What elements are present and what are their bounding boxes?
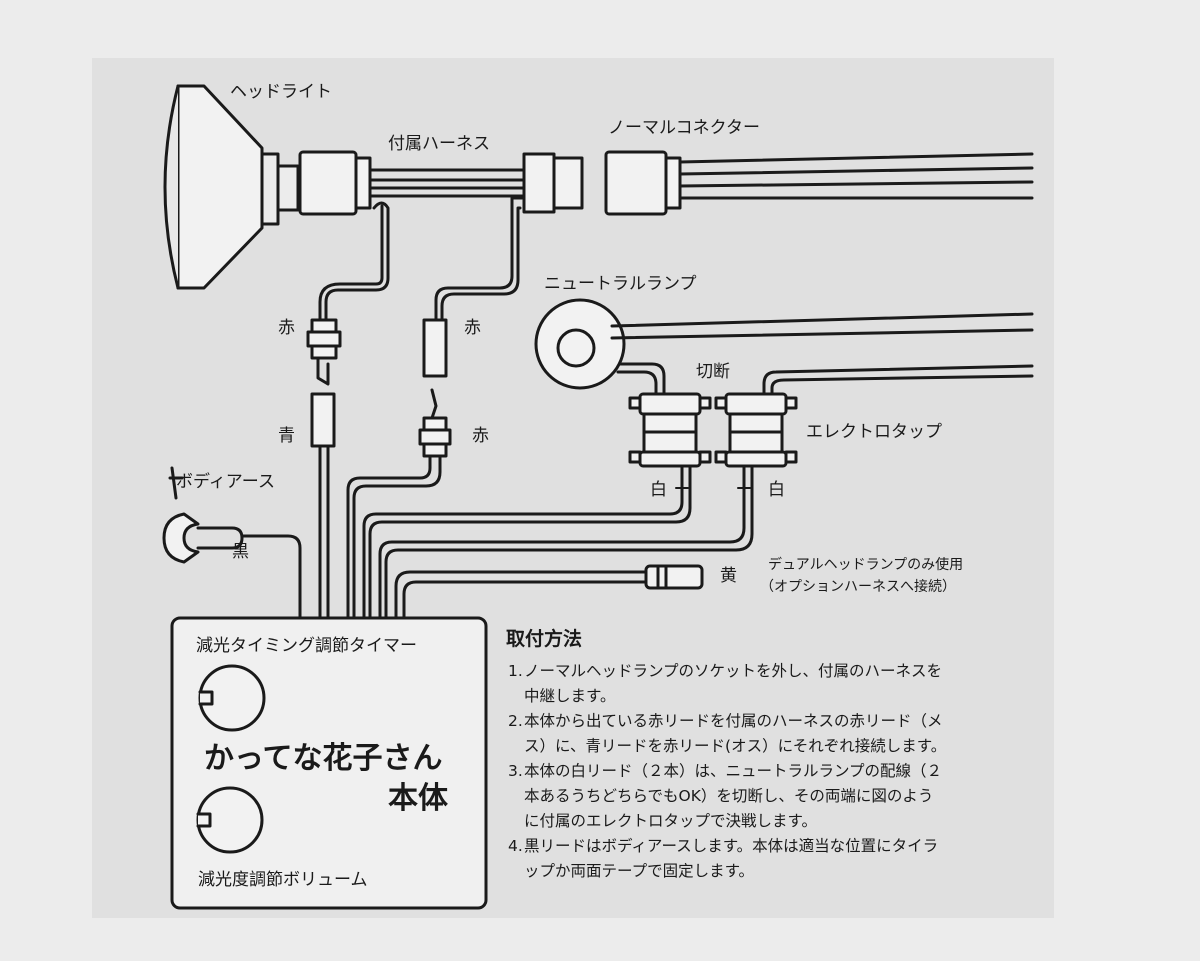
label-white-1: 白 (650, 480, 667, 500)
step-text: 本あるうちどちらでもOK）を切断し、その両端に図のよう (524, 787, 934, 805)
label-electro-tap: エレクトロタップ (806, 422, 942, 442)
label-yellow: 黄 (720, 566, 737, 586)
harness-connector-left (298, 150, 358, 216)
step-number: 2. (508, 712, 523, 730)
label-black: 黒 (232, 542, 249, 562)
label-timer: 減光タイミング調節タイマー (196, 636, 417, 656)
label-blue: 青 (278, 426, 295, 446)
instruction-step-line: 本あるうちどちらでもOK）を切断し、その両端に図のよう (506, 784, 1051, 809)
installation-instructions: 取付方法 1.ノーマルヘッドランプのソケットを外し、付属のハーネスを中継します。… (506, 624, 1051, 884)
step-number: 4. (508, 837, 523, 855)
step-text: 黒リードはボディアースします。本体は適当な位置にタイラ (524, 837, 939, 855)
label-red-2: 赤 (464, 318, 481, 338)
label-red-3: 赤 (472, 426, 489, 446)
step-text: 本体の白リード（２本）は、ニュートラルランプの配線（２ (524, 762, 943, 780)
label-body-earth: ボディアース (176, 472, 275, 492)
red-male-connector (422, 318, 448, 378)
instruction-step-line: 4.黒リードはボディアースします。本体は適当な位置にタイラ (506, 834, 1051, 859)
label-cut: 切断 (696, 362, 730, 382)
instruction-steps: 1.ノーマルヘッドランプのソケットを外し、付属のハーネスを中継します。2.本体か… (506, 659, 1051, 884)
instruction-step-line: に付属のエレクトロタップで決戦します。 (506, 809, 1051, 834)
label-dual-note-1: デュアルヘッドランプのみ使用 (768, 557, 964, 573)
label-headlight: ヘッドライト (230, 82, 332, 102)
label-dual-note-2: （オプションハーネスへ接続） (760, 579, 956, 595)
blue-connector (310, 392, 336, 448)
electro-tap-right (714, 392, 798, 468)
step-number: 1. (508, 662, 523, 680)
wiring-diagram-sheet: ヘッドライト 付属ハーネス ノーマルコネクター ニュートラルランプ 切断 エレク… (92, 58, 1054, 918)
step-text: ップか両面テープで固定します。 (524, 862, 755, 880)
electro-tap-left (628, 392, 712, 468)
harness-connector-right (522, 152, 556, 214)
step-text: ノーマルヘッドランプのソケットを外し、付属のハーネスを (524, 662, 943, 680)
label-neutral-lamp: ニュートラルランプ (544, 274, 697, 294)
earth-terminal (162, 512, 200, 564)
label-white-2: 白 (768, 480, 785, 500)
label-normal-connector: ノーマルコネクター (608, 118, 760, 138)
instruction-step-line: ス）に、青リードを赤リード(オス）にそれぞれ接続します。 (506, 734, 1051, 759)
wiring-diagram (162, 84, 1034, 910)
yellow-connector (644, 564, 704, 590)
instruction-step-line: 3.本体の白リード（２本）は、ニュートラルランプの配線（２ (506, 759, 1051, 784)
instruction-step-line: 中継します。 (506, 684, 1051, 709)
step-number: 3. (508, 762, 523, 780)
instruction-step-line: ップか両面テープで固定します。 (506, 859, 1051, 884)
headlight-lamp (163, 84, 300, 290)
instruction-step-line: 1.ノーマルヘッドランプのソケットを外し、付属のハーネスを (506, 659, 1051, 684)
instruction-step-line: 2.本体から出ている赤リードを付属のハーネスの赤リード（メ (506, 709, 1051, 734)
label-harness: 付属ハーネス (388, 134, 490, 154)
step-text: 本体から出ている赤リードを付属のハーネスの赤リード（メ (524, 712, 943, 730)
product-body-label: 本体 (388, 781, 448, 816)
step-text: 中継します。 (524, 687, 616, 705)
instructions-title: 取付方法 (506, 628, 583, 650)
product-name: かってな花子さん (204, 741, 443, 776)
label-volume: 減光度調節ボリューム (198, 870, 368, 890)
normal-connector (604, 150, 668, 216)
step-text: ス）に、青リードを赤リード(オス）にそれぞれ接続します。 (524, 737, 947, 755)
red-female-connector (310, 318, 338, 334)
label-red-1: 赤 (278, 318, 295, 338)
step-text: に付属のエレクトロタップで決戦します。 (524, 812, 817, 830)
